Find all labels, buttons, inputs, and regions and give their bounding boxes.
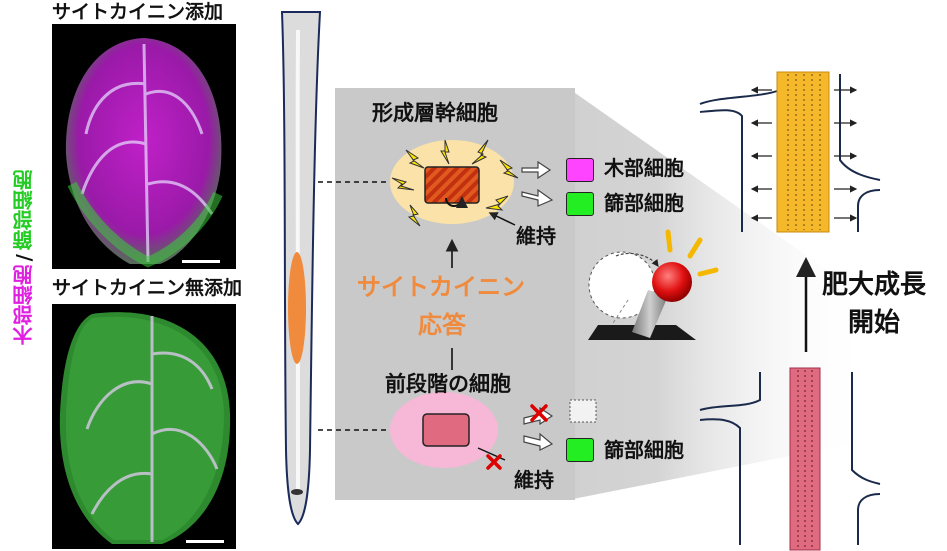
growth-label-line1: 肥大成長 xyxy=(822,270,927,300)
joystick-switch-icon xyxy=(588,229,719,340)
cytokinin-response-line2: 応答 xyxy=(418,311,466,339)
leaf-image-green xyxy=(59,312,231,544)
leaf-image-magenta xyxy=(65,38,223,268)
precursor-cell xyxy=(422,413,470,447)
precursor-phloem-chip xyxy=(566,438,594,462)
scale-bar xyxy=(186,540,224,543)
root-tip xyxy=(291,489,303,495)
precursor-title: 前段階の細胞 xyxy=(385,372,511,396)
stem-cell xyxy=(424,166,480,204)
maintain-cycle-icon xyxy=(445,196,468,209)
scale-bar xyxy=(182,260,220,263)
phloem-label: 篩部細胞 xyxy=(604,191,684,215)
stem-cell-title: 形成層幹細胞 xyxy=(372,101,498,125)
micrograph-cytokinin-added xyxy=(52,24,236,269)
missing-xylem-chip xyxy=(569,399,597,423)
xylem-chip xyxy=(566,158,594,182)
differentiation-arrows xyxy=(521,160,554,207)
maintain-label: 維持 xyxy=(516,224,556,248)
cross-mark-maintain xyxy=(486,454,502,470)
micrograph-top-label: サイトカイニン添加 xyxy=(52,1,224,23)
vascular-tissue-initial xyxy=(699,367,881,551)
micrograph-cytokinin-absent xyxy=(52,304,236,549)
cambium-region xyxy=(288,252,306,364)
precursor-phloem-label: 篩部細胞 xyxy=(604,438,684,462)
growth-label-line2: 開始 xyxy=(848,308,901,338)
cytokinin-response-line1: サイトカイニン xyxy=(357,273,525,301)
phloem-chip xyxy=(566,192,594,216)
micrograph-bottom-label: サイトカイニン無添加 xyxy=(52,277,243,299)
precursor-maintain-label: 維持 xyxy=(514,468,554,492)
lightning-bolts xyxy=(391,139,519,227)
vascular-tissue-thickened xyxy=(699,71,881,233)
cross-mark-xylem xyxy=(530,404,548,422)
xylem-label: 木部細胞 xyxy=(604,156,684,180)
